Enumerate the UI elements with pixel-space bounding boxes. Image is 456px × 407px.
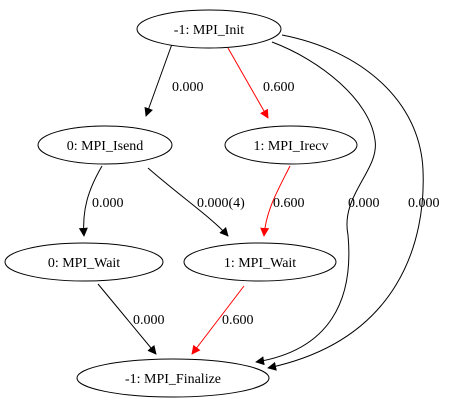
edges (78, 34, 424, 371)
node-label-init: -1: MPI_Init (174, 23, 245, 38)
label-wait0-finalize: 0.000 (133, 313, 165, 328)
node-label-wait0: 0: MPI_Wait (48, 256, 120, 271)
node-mpi-finalize[interactable]: -1: MPI_Finalize (76, 358, 270, 398)
label-isend-wait0: 0.000 (92, 196, 124, 211)
label-init-irecv: 0.600 (263, 80, 295, 95)
label-init-isend: 0.000 (172, 80, 204, 95)
edge-wait1-finalize (191, 285, 245, 355)
edge-init-isend (144, 43, 173, 117)
node-label-irecv: 1: MPI_Irecv (253, 139, 328, 154)
node-label-wait1: 1: MPI_Wait (224, 256, 296, 271)
node-label-finalize: -1: MPI_Finalize (125, 372, 221, 387)
edge-init-irecv (227, 47, 269, 119)
node-label-isend: 0: MPI_Isend (67, 139, 144, 154)
edge-init-finalize-b (267, 34, 424, 371)
label-isend-wait1: 0.000(4) (197, 196, 245, 211)
label-irecv-wait1: 0.600 (273, 196, 305, 211)
edge-irecv-wait1 (260, 165, 291, 237)
edge-isend-wait1 (147, 167, 229, 237)
node-mpi-irecv-1[interactable]: 1: MPI_Irecv (224, 125, 358, 165)
edge-labels: 0.000 0.600 0.000 0.000(4) 0.600 0.000 0… (92, 80, 440, 328)
label-init-finalize-b: 0.000 (408, 196, 440, 211)
node-mpi-init[interactable]: -1: MPI_Init (136, 9, 282, 49)
edge-init-finalize-a (255, 41, 376, 366)
node-mpi-wait-1[interactable]: 1: MPI_Wait (183, 242, 337, 282)
label-init-finalize-a: 0.000 (348, 196, 380, 211)
node-mpi-wait-0[interactable]: 0: MPI_Wait (4, 242, 164, 282)
edge-isend-wait0 (78, 165, 103, 237)
edge-wait0-finalize (97, 283, 157, 355)
node-mpi-isend-0[interactable]: 0: MPI_Isend (37, 125, 173, 165)
nodes: -1: MPI_Init 0: MPI_Isend 1: MPI_Irecv 0… (4, 9, 358, 398)
label-wait1-finalize: 0.600 (222, 313, 254, 328)
